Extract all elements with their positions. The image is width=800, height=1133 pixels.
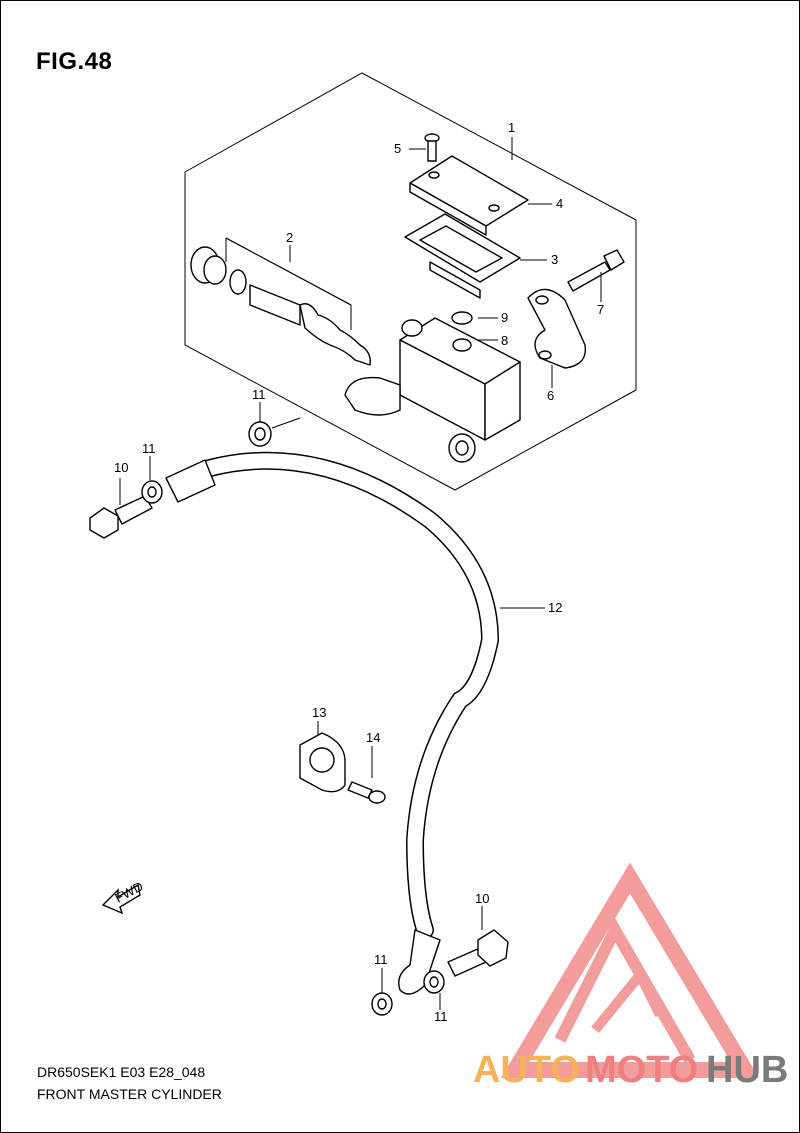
callout-5: 5 [394, 141, 401, 156]
callout-2: 2 [286, 230, 293, 245]
callout-8: 8 [501, 333, 508, 348]
part-hose-clamp-13 [299, 721, 346, 793]
watermark-logo [500, 862, 760, 1078]
callout-4: 4 [556, 196, 563, 211]
part-washer-11-group [141, 402, 445, 1016]
part-bolt-7 [567, 249, 625, 302]
part-banjo-bolt-10-lower [447, 906, 509, 977]
model-code: DR650SEK1 E03 E28_048 [37, 1064, 206, 1080]
callout-11-c: 11 [374, 952, 388, 967]
part-cylinder-body [344, 311, 521, 463]
callout-11-b: 11 [252, 387, 266, 402]
part-clamp-6 [527, 288, 587, 388]
callout-14: 14 [366, 730, 380, 745]
part-screw-14 [347, 746, 386, 804]
callout-10-lower: 10 [475, 891, 489, 906]
part-screw-5 [409, 133, 440, 162]
callout-7: 7 [597, 302, 604, 317]
watermark-part3: HUB [706, 1049, 788, 1091]
part-cap-4 [409, 155, 552, 236]
callout-10-upper: 10 [114, 460, 128, 475]
fwd-arrow-icon: FWD [101, 879, 146, 915]
callout-3: 3 [551, 252, 558, 267]
part-piston-kit-2 [190, 237, 371, 366]
part-banjo-bolt-10-upper [89, 478, 153, 539]
callout-13: 13 [312, 705, 326, 720]
callout-6: 6 [547, 388, 554, 403]
part-brake-hose-12 [165, 451, 545, 995]
assembly-outline [184, 72, 637, 491]
figure-title: FIG.48 [36, 48, 113, 75]
watermark-text: AUTO MOTO HUB [473, 1049, 788, 1091]
watermark-part1: AUTO [473, 1049, 580, 1091]
callout-9: 9 [501, 310, 508, 325]
callout-11-a: 11 [142, 441, 156, 456]
callout-11-d: 11 [434, 1009, 448, 1024]
part-diaphragm-3 [404, 213, 547, 299]
watermark-part2: MOTO [585, 1049, 698, 1091]
callout-12: 12 [548, 600, 562, 615]
callout-1: 1 [508, 120, 515, 135]
figure-name: FRONT MASTER CYLINDER [37, 1086, 222, 1102]
